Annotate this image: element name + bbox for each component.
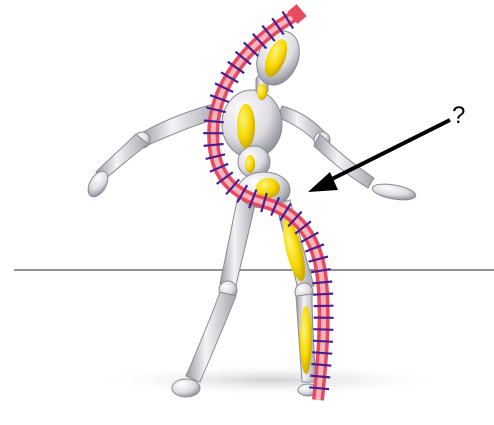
curve-tick bbox=[313, 329, 333, 330]
curve-tick bbox=[313, 294, 333, 295]
highlight-abdomen bbox=[245, 155, 255, 173]
highlight-shin bbox=[300, 306, 312, 374]
highlight-neck bbox=[257, 84, 267, 100]
hand-right bbox=[371, 181, 417, 202]
question-mark-label: ? bbox=[452, 104, 465, 128]
curve-tick bbox=[204, 144, 224, 146]
floor-shadow bbox=[90, 364, 450, 396]
curve-tick bbox=[313, 341, 333, 342]
curve-head-cap bbox=[292, 8, 302, 20]
curve-tick bbox=[312, 282, 332, 284]
arrow-head bbox=[308, 172, 338, 192]
wooden-mannequin-icon bbox=[84, 25, 417, 397]
thigh-left bbox=[220, 196, 256, 286]
arrow-shaft bbox=[326, 120, 450, 182]
curve-tick bbox=[312, 352, 332, 353]
foot-left bbox=[172, 379, 200, 397]
highlight-chest bbox=[237, 104, 255, 148]
